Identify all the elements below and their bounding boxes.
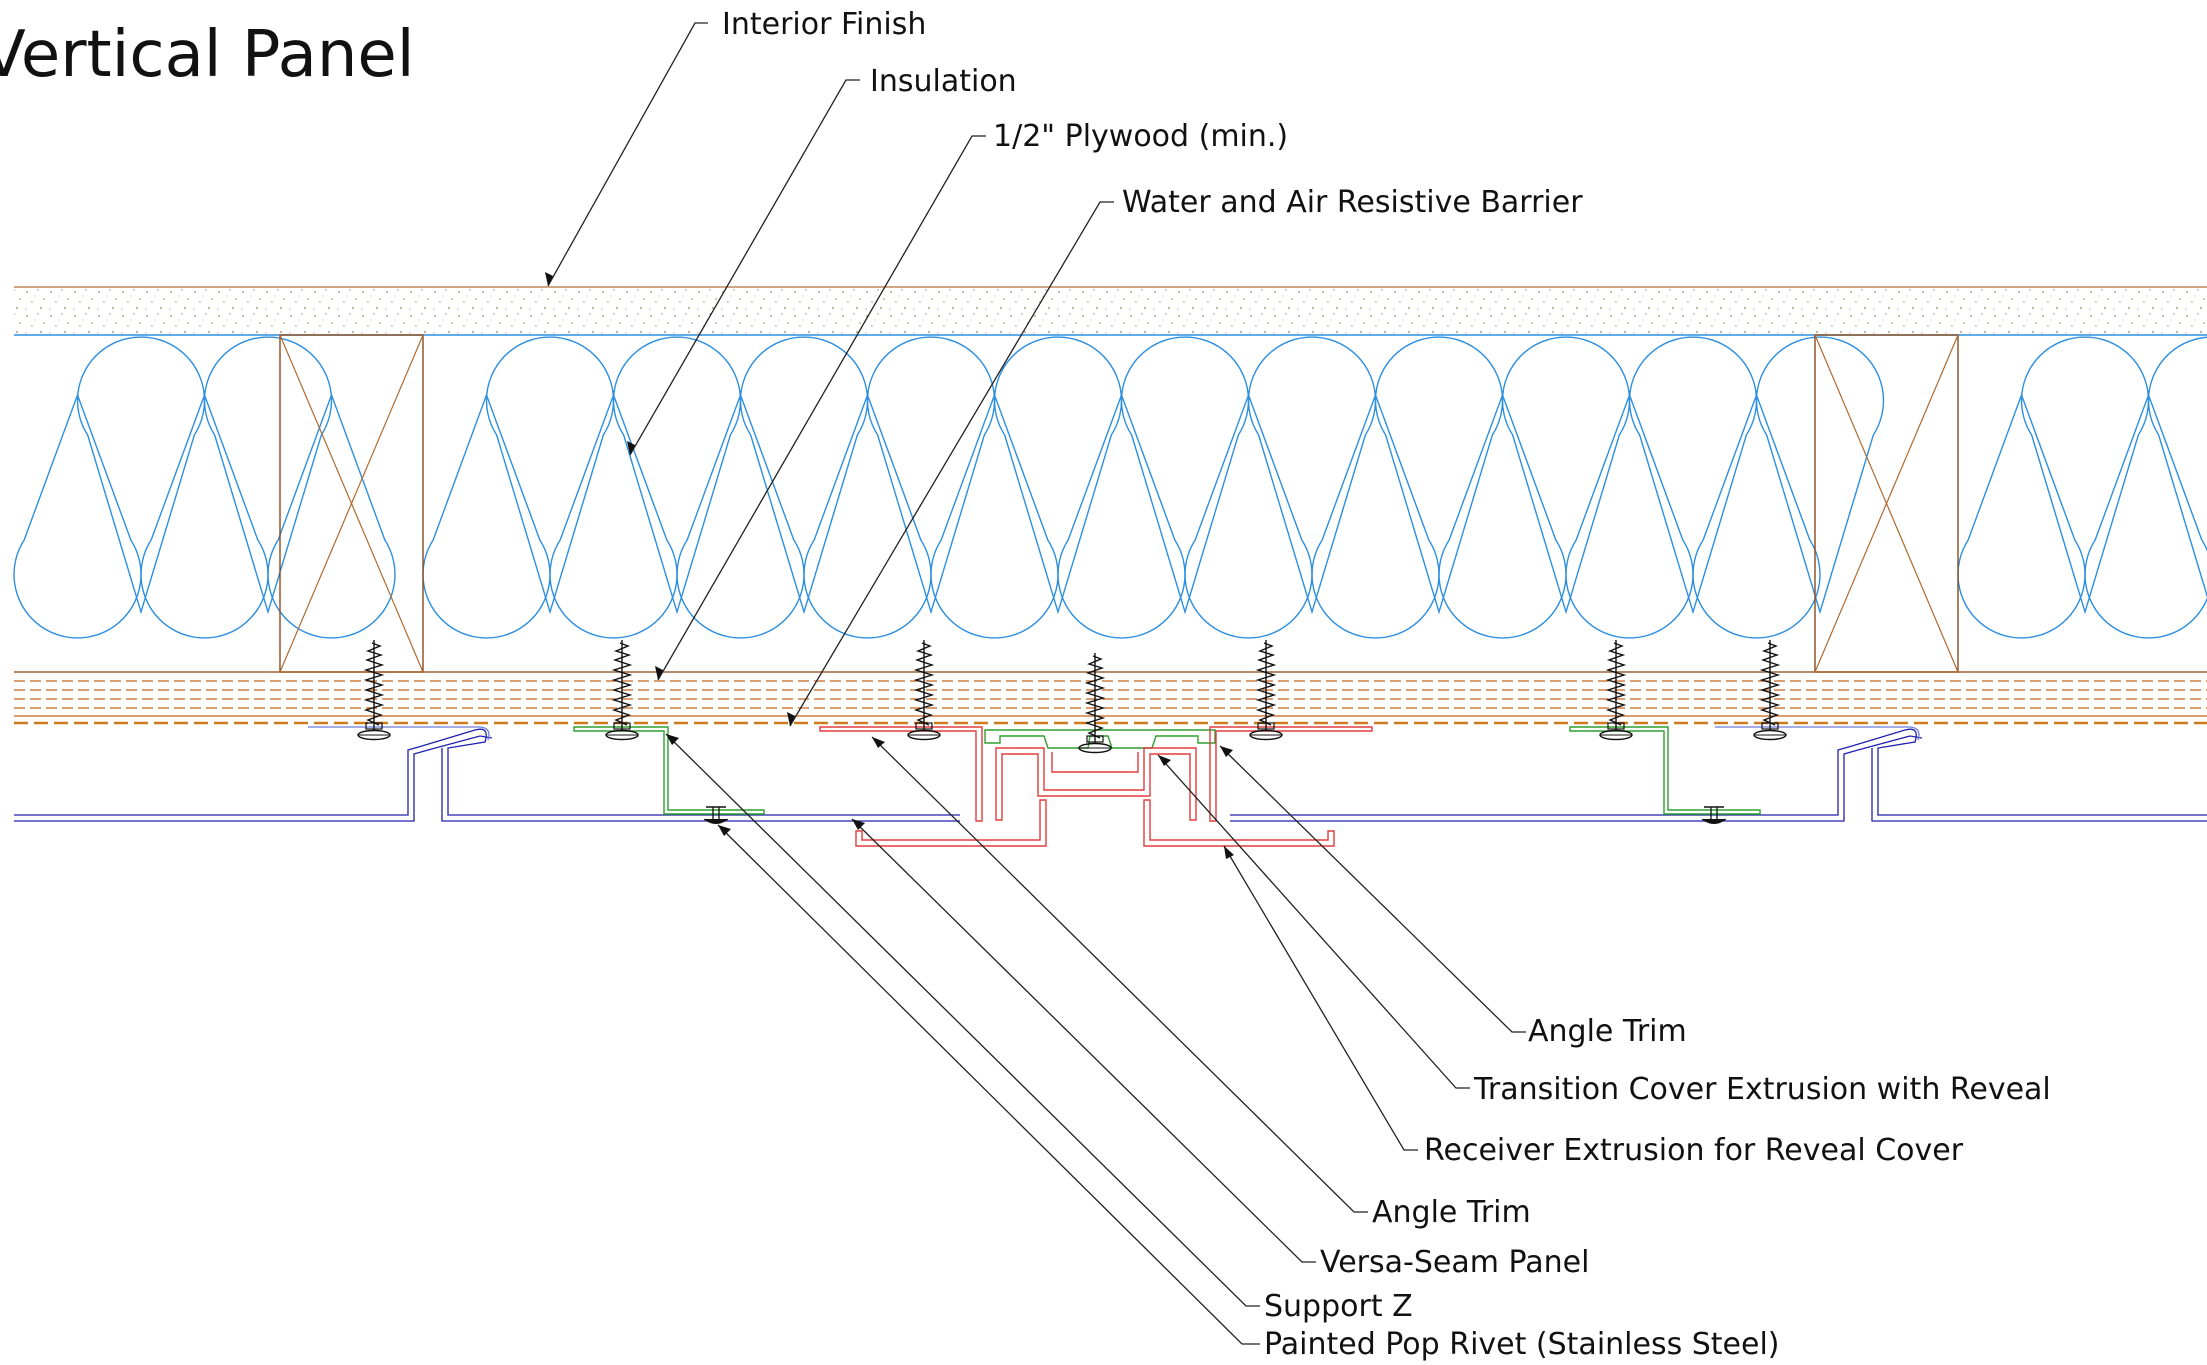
label-receiver-extrusion: Receiver Extrusion for Reveal Cover: [1424, 1133, 1964, 1168]
insulation-batt: [1311, 392, 1440, 639]
wood-stud-right: [1814, 334, 1959, 673]
insulation-batt: [140, 392, 269, 639]
insulation-batt: [2147, 336, 2207, 598]
leader-lines: [545, 22, 1526, 1345]
insulation-batt: [1184, 392, 1313, 639]
transition-cover-extrusion: [855, 752, 1335, 847]
versa-seam-panel-right: [1230, 726, 2207, 822]
insulation-batt: [803, 392, 932, 639]
label-plywood: 1/2" Plywood (min.): [993, 119, 1288, 154]
insulation-batt: [267, 392, 396, 639]
support-z-center: [984, 729, 1216, 749]
insulation-batt: [203, 336, 333, 615]
label-insulation: Insulation: [870, 64, 1017, 99]
support-z-right: [1569, 726, 1761, 815]
support-z-left: [573, 726, 765, 815]
label-wrb: Water and Air Resistive Barrier: [1122, 185, 1583, 220]
insulation-batt: [1057, 392, 1186, 639]
insulation-batt: [13, 392, 142, 639]
insulation-batt: [1755, 336, 1885, 615]
label-versa-seam-panel: Versa-Seam Panel: [1320, 1245, 1589, 1280]
label-support-z: Support Z: [1264, 1289, 1413, 1324]
drawing-title: Vertical Panel: [0, 18, 415, 92]
versa-seam-panel-left: [14, 726, 960, 822]
screw-fasteners: [357, 639, 1787, 754]
wood-stud-left: [279, 334, 424, 673]
insulation-batt: [422, 392, 551, 639]
plywood-sheathing: [14, 671, 2207, 717]
insulation-batt: [1565, 392, 1694, 639]
insulation-batt: [1692, 392, 1821, 639]
receiver-extrusion: [995, 747, 1197, 821]
label-interior-finish: Interior Finish: [722, 7, 926, 42]
insulation-batt: [2084, 392, 2207, 639]
insulation-layer: [13, 336, 2207, 673]
insulation-batt: [1957, 392, 2086, 639]
angle-trim-right: [1209, 726, 1373, 822]
label-angle-trim-left: Angle Trim: [1372, 1195, 1531, 1230]
interior-finish-layer: [14, 286, 2207, 336]
insulation-batt: [549, 392, 678, 639]
angle-trim-left: [819, 726, 983, 822]
insulation-batt: [676, 392, 805, 639]
insulation-batt: [1438, 392, 1567, 639]
insulation-batt: [930, 392, 1059, 639]
label-angle-trim-right: Angle Trim: [1528, 1014, 1687, 1049]
label-pop-rivet: Painted Pop Rivet (Stainless Steel): [1264, 1327, 1780, 1362]
label-transition-cover: Transition Cover Extrusion with Reveal: [1473, 1072, 2051, 1107]
